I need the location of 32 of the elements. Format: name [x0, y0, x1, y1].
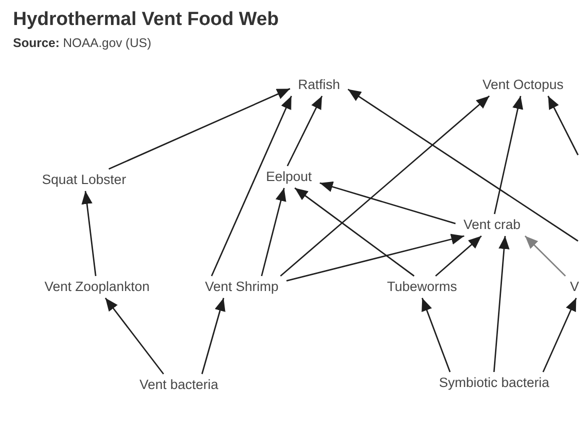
species-label: Vent Zooplankton	[36, 276, 158, 298]
arrow	[108, 88, 290, 170]
arrow	[320, 181, 456, 224]
species-label: Tubeworms	[379, 276, 466, 298]
arrow	[493, 236, 510, 372]
arrow	[422, 298, 451, 372]
arrow	[286, 234, 464, 282]
arrow	[348, 88, 578, 242]
source-note: Source: NOAA.gov (US)	[13, 36, 152, 51]
arrow	[286, 96, 323, 166]
species-label: Vent bacteria	[132, 374, 226, 396]
arrow	[494, 96, 524, 214]
arrow	[294, 187, 415, 277]
species-label: Vent Octopus	[474, 74, 572, 96]
arrow	[542, 298, 577, 372]
species-label: Vent crab	[456, 214, 529, 236]
arrow	[210, 96, 292, 276]
species-label: Eelpout	[258, 166, 320, 188]
arrow	[201, 298, 226, 374]
diagram-title: Hydrothermal Vent Food Web	[13, 8, 279, 31]
species-label: Squat Lobster	[34, 169, 134, 191]
species-label: V	[562, 276, 579, 298]
arrow	[547, 96, 579, 156]
species-label: Symbiotic bacteria	[431, 372, 558, 394]
arrow	[524, 236, 566, 276]
species-label: Vent Shrimp	[197, 276, 287, 298]
species-label: Ratfish	[290, 74, 348, 96]
arrow	[260, 188, 286, 276]
arrow	[435, 235, 482, 277]
arrow	[104, 298, 164, 374]
arrow	[280, 95, 490, 277]
arrow	[82, 190, 96, 276]
